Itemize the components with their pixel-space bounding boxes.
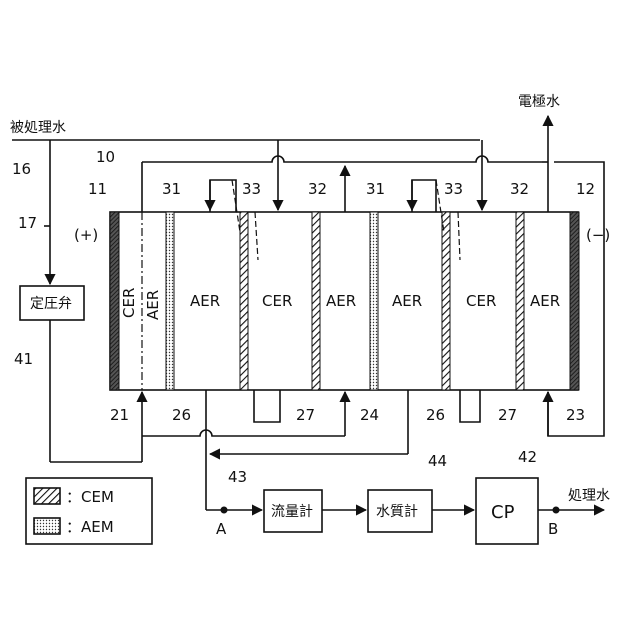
aem-31b	[370, 212, 378, 390]
ref-42: 42	[518, 448, 537, 466]
channel-cer-6: CER	[466, 292, 496, 310]
treated-water-label: 処理水	[568, 488, 610, 504]
channel-cer-3: CER	[262, 292, 292, 310]
pressure-valve-label: 定圧弁	[30, 296, 72, 312]
raw-water-label: 被処理水	[10, 120, 66, 136]
ref-26b: 26	[426, 406, 445, 424]
legend-cem-swatch	[34, 488, 60, 504]
flowmeter-label: 流量計	[271, 504, 313, 520]
ref-21: 21	[110, 406, 129, 424]
quality-meter-label: 水質計	[376, 504, 418, 520]
ref-12: 12	[576, 180, 595, 198]
ref-16: 16	[12, 160, 31, 178]
ref-11: 11	[88, 180, 107, 198]
anode-electrode	[110, 212, 119, 390]
channel-cer-1: CER	[120, 288, 138, 318]
channel-aer-5: AER	[392, 292, 422, 310]
ref-43: 43	[228, 468, 247, 486]
legend-cem-label: ：CEM	[66, 488, 114, 506]
cathode-electrode	[570, 212, 579, 390]
aem-31a	[166, 212, 174, 390]
cem-33b	[442, 212, 450, 390]
channel-aer-4: AER	[326, 292, 356, 310]
ref-24: 24	[360, 406, 379, 424]
cathode-sign: (−)	[586, 226, 610, 244]
cem-33a	[240, 212, 248, 390]
ref-41: 41	[14, 350, 33, 368]
channel-aer-2: AER	[190, 292, 220, 310]
electrode-water-label: 電極水	[518, 94, 560, 110]
ref-26a: 26	[172, 406, 191, 424]
point-a-label: A	[216, 520, 227, 538]
ref-27a: 27	[296, 406, 315, 424]
ref-32a: 32	[308, 180, 327, 198]
channel-aer-7: AER	[530, 292, 560, 310]
pipe-lines	[12, 116, 604, 510]
ref-33b: 33	[444, 180, 463, 198]
ref-10: 10	[96, 148, 115, 166]
ref-32b: 32	[510, 180, 529, 198]
channel-aer-1: AER	[144, 290, 162, 320]
anode-sign: (+)	[74, 226, 98, 244]
point-b-label: B	[548, 520, 558, 538]
ref-33a: 33	[242, 180, 261, 198]
cem-32a	[312, 212, 320, 390]
ref-27b: 27	[498, 406, 517, 424]
cp-label: CP	[491, 502, 515, 523]
ref-31b: 31	[366, 180, 385, 198]
cem-32b	[516, 212, 524, 390]
legend-aem-label: ：AEM	[66, 518, 114, 536]
ref-31a: 31	[162, 180, 181, 198]
ref-17: 17	[18, 214, 37, 232]
ref-23: 23	[566, 406, 585, 424]
legend-aem-swatch	[34, 518, 60, 534]
ref-44: 44	[428, 452, 447, 470]
